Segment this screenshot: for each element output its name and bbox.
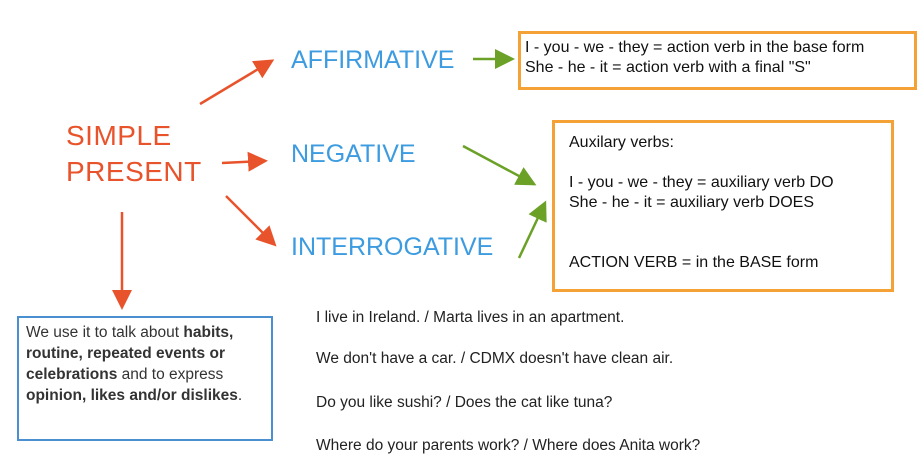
example-wh-question: Where do your parents work? / Where does… — [316, 437, 701, 454]
branch-negative: NEGATIVE — [291, 140, 416, 168]
auxiliary-rule-line3: ACTION VERB = in the BASE form — [569, 254, 819, 271]
usage-text-1: We use it to talk about — [26, 324, 184, 341]
auxiliary-heading: Auxilary verbs: — [569, 134, 674, 151]
affirmative-rule-line1: I - you - we - they = action verb in the… — [525, 39, 865, 56]
topic-title-line2: PRESENT — [66, 156, 202, 187]
arrow-negative-to-aux-box — [462, 144, 537, 186]
arrow-to-interrogative — [225, 195, 277, 247]
branch-interrogative: INTERROGATIVE — [291, 233, 494, 261]
example-negative: We don't have a car. / CDMX doesn't have… — [316, 350, 674, 367]
arrow-to-negative — [221, 151, 268, 172]
auxiliary-rule-line1: I - you - we - they = auxiliary verb DO — [569, 174, 834, 191]
usage-bold-1: habits, routine, repeated events or cele… — [26, 324, 234, 383]
usage-note-box: We use it to talk about habits, routine,… — [17, 316, 273, 441]
auxiliary-rule-box: Auxilary verbs: I - you - we - they = au… — [552, 120, 894, 292]
usage-bold-2: opinion, likes and/or dislikes — [26, 387, 238, 404]
affirmative-rule-line2: She - he - it = action verb with a final… — [525, 59, 811, 76]
arrow-interrogative-to-aux-box — [517, 200, 547, 259]
example-affirmative: I live in Ireland. / Marta lives in an a… — [316, 309, 625, 326]
affirmative-rule-box: I - you - we - they = action verb in the… — [518, 31, 917, 90]
usage-text-3: . — [237, 387, 243, 404]
example-interrogative: Do you like sushi? / Does the cat like t… — [316, 394, 613, 411]
auxiliary-rule-line2: She - he - it = auxiliary verb DOES — [569, 194, 814, 211]
usage-text-2: and to express — [117, 366, 224, 383]
branch-affirmative: AFFIRMATIVE — [291, 46, 455, 74]
topic-title-line1: SIMPLE — [66, 120, 172, 151]
arrow-to-affirmative — [199, 59, 275, 106]
